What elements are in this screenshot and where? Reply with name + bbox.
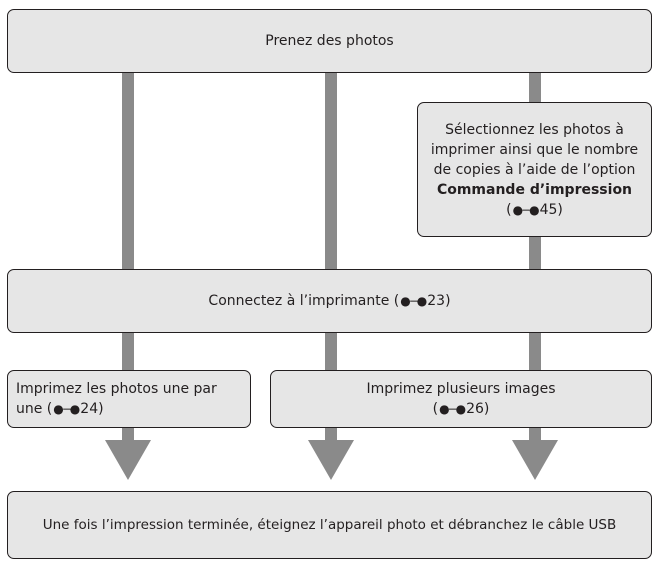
step-connect-printer: Connectez à l’imprimante (●−●23) [7, 269, 652, 333]
step-finish: Une fois l’impression terminée, éteignez… [7, 491, 652, 559]
print-one-line-1: Imprimez les photos une par [16, 381, 217, 397]
select-photos-ref-page: 45 [539, 201, 558, 218]
step-print-one: Imprimez les photos une par une (●−●24) [7, 370, 251, 428]
connector-left-lower [122, 427, 134, 441]
connector-right-mid [529, 236, 541, 270]
binoculars-reference-icon: ●−● [53, 402, 80, 416]
select-photos-reference: (●−●45) [506, 201, 563, 218]
connector-middle-lower [325, 427, 337, 441]
arrowhead-left [105, 440, 151, 480]
binoculars-reference-icon: ●−● [512, 202, 540, 217]
print-multi-reference: (●−●26) [432, 401, 490, 417]
step-print-multiple: Imprimez plusieurs images (●−●26) [270, 370, 652, 428]
connector-middle-mid [325, 332, 337, 370]
step-select-photos-content: Sélectionnez les photos à imprimer ainsi… [431, 120, 638, 220]
connector-left-upper [122, 72, 134, 270]
connector-right-mid2 [529, 332, 541, 370]
connector-middle-upper [325, 72, 337, 270]
arrowhead-right [512, 440, 558, 480]
connect-ref-page: 23 [427, 293, 446, 309]
print-one-content: Imprimez les photos une par une (●−●24) [16, 379, 217, 419]
print-multi-content: Imprimez plusieurs images (●−●26) [366, 379, 555, 419]
connector-right-lower [529, 427, 541, 441]
print-one-line-2-text: une [16, 401, 43, 417]
select-photos-line-1: Sélectionnez les photos à [445, 121, 624, 138]
arrowhead-middle [308, 440, 354, 480]
select-photos-line-3: de copies à l’aide de l’option [433, 161, 636, 178]
print-order-option: Commande d’impression [436, 181, 633, 198]
step-take-photos: Prenez des photos [7, 9, 652, 73]
binoculars-reference-icon: ●−● [400, 294, 427, 308]
step-finish-text: Une fois l’impression terminée, éteignez… [42, 517, 617, 533]
step-take-photos-text: Prenez des photos [265, 33, 394, 49]
print-one-ref-page: 24 [80, 401, 99, 417]
connect-label: Connectez à l’imprimante [208, 293, 390, 309]
print-multi-line-1: Imprimez plusieurs images [366, 381, 556, 397]
select-photos-line-2: imprimer ainsi que le nombre [430, 141, 639, 158]
print-multi-ref-page: 26 [466, 401, 484, 417]
step-connect-text: Connectez à l’imprimante (●−●23) [208, 293, 451, 309]
connector-left-mid [122, 332, 134, 370]
connector-right-top [529, 72, 541, 102]
print-one-line-2: une (●−●24) [16, 401, 104, 417]
step-select-photos: Sélectionnez les photos à imprimer ainsi… [417, 102, 652, 237]
binoculars-reference-icon: ●−● [439, 402, 466, 416]
